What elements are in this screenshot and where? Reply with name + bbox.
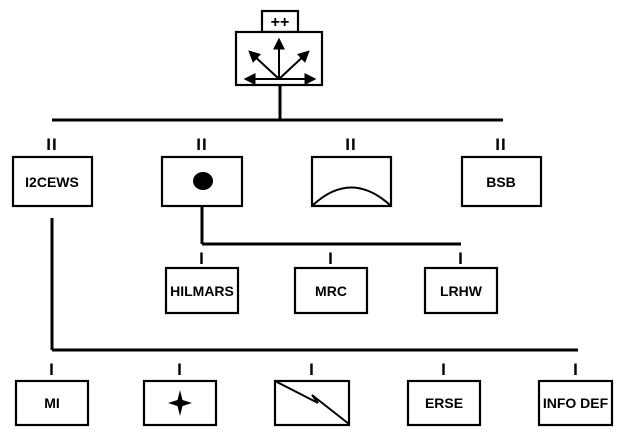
echelon-marker: I — [573, 360, 579, 379]
unit-label: HILMARS — [170, 283, 234, 299]
unit-label: BSB — [486, 174, 516, 190]
dome-icon — [312, 186, 391, 206]
unit-label: LRHW — [440, 283, 483, 299]
battalion-bsb: II BSB — [460, 135, 543, 208]
unit-label: MI — [44, 395, 60, 411]
unit-box — [423, 266, 499, 315]
echelon-marker: II — [345, 135, 356, 154]
echelon-marker: I — [309, 360, 315, 379]
echelon-marker: I — [458, 249, 464, 268]
company-signal: I — [142, 360, 218, 427]
unit-box — [14, 379, 90, 427]
unit-label: I2CEWS — [25, 174, 79, 190]
battalion-fires: II — [160, 135, 244, 208]
filled-circle-icon — [193, 172, 213, 190]
unit-label: MRC — [315, 283, 347, 299]
company-mi: I MI — [14, 360, 90, 427]
unit-box — [11, 155, 94, 208]
battalion-i2cews: II I2CEWS — [11, 135, 94, 208]
echelon-marker: I — [177, 360, 183, 379]
company-hilmars: I HILMARS — [164, 249, 240, 315]
echelon-marker: I — [199, 249, 205, 268]
unit-label: ERSE — [425, 395, 463, 411]
echelon-marker: I — [49, 360, 55, 379]
unit-box — [460, 155, 543, 208]
echelon-marker: I — [328, 249, 334, 268]
unit-box — [164, 266, 240, 315]
hq-echelon: ++ — [271, 14, 290, 31]
company-erse: I ERSE — [406, 360, 482, 427]
echelon-marker: II — [495, 135, 506, 154]
hq-node: ++ — [234, 9, 324, 87]
lightning-bolt-icon — [274, 380, 350, 425]
company-electronic-warfare: I — [273, 360, 351, 427]
company-info-def: I INFO DEF — [537, 360, 614, 427]
echelon-marker: II — [196, 135, 207, 154]
company-lrhw: I LRHW — [423, 249, 499, 315]
company-mrc: I MRC — [293, 249, 369, 315]
unit-box — [406, 379, 482, 427]
battalion-air-defense: II — [310, 135, 393, 208]
echelon-marker: II — [46, 135, 57, 154]
unit-label: INFO DEF — [543, 395, 609, 411]
unit-box — [537, 379, 614, 427]
multi-arrow-icon — [243, 37, 317, 85]
unit-box — [293, 266, 369, 315]
echelon-marker: I — [441, 360, 447, 379]
star-burst-icon — [168, 390, 192, 416]
unit-box — [310, 155, 393, 208]
